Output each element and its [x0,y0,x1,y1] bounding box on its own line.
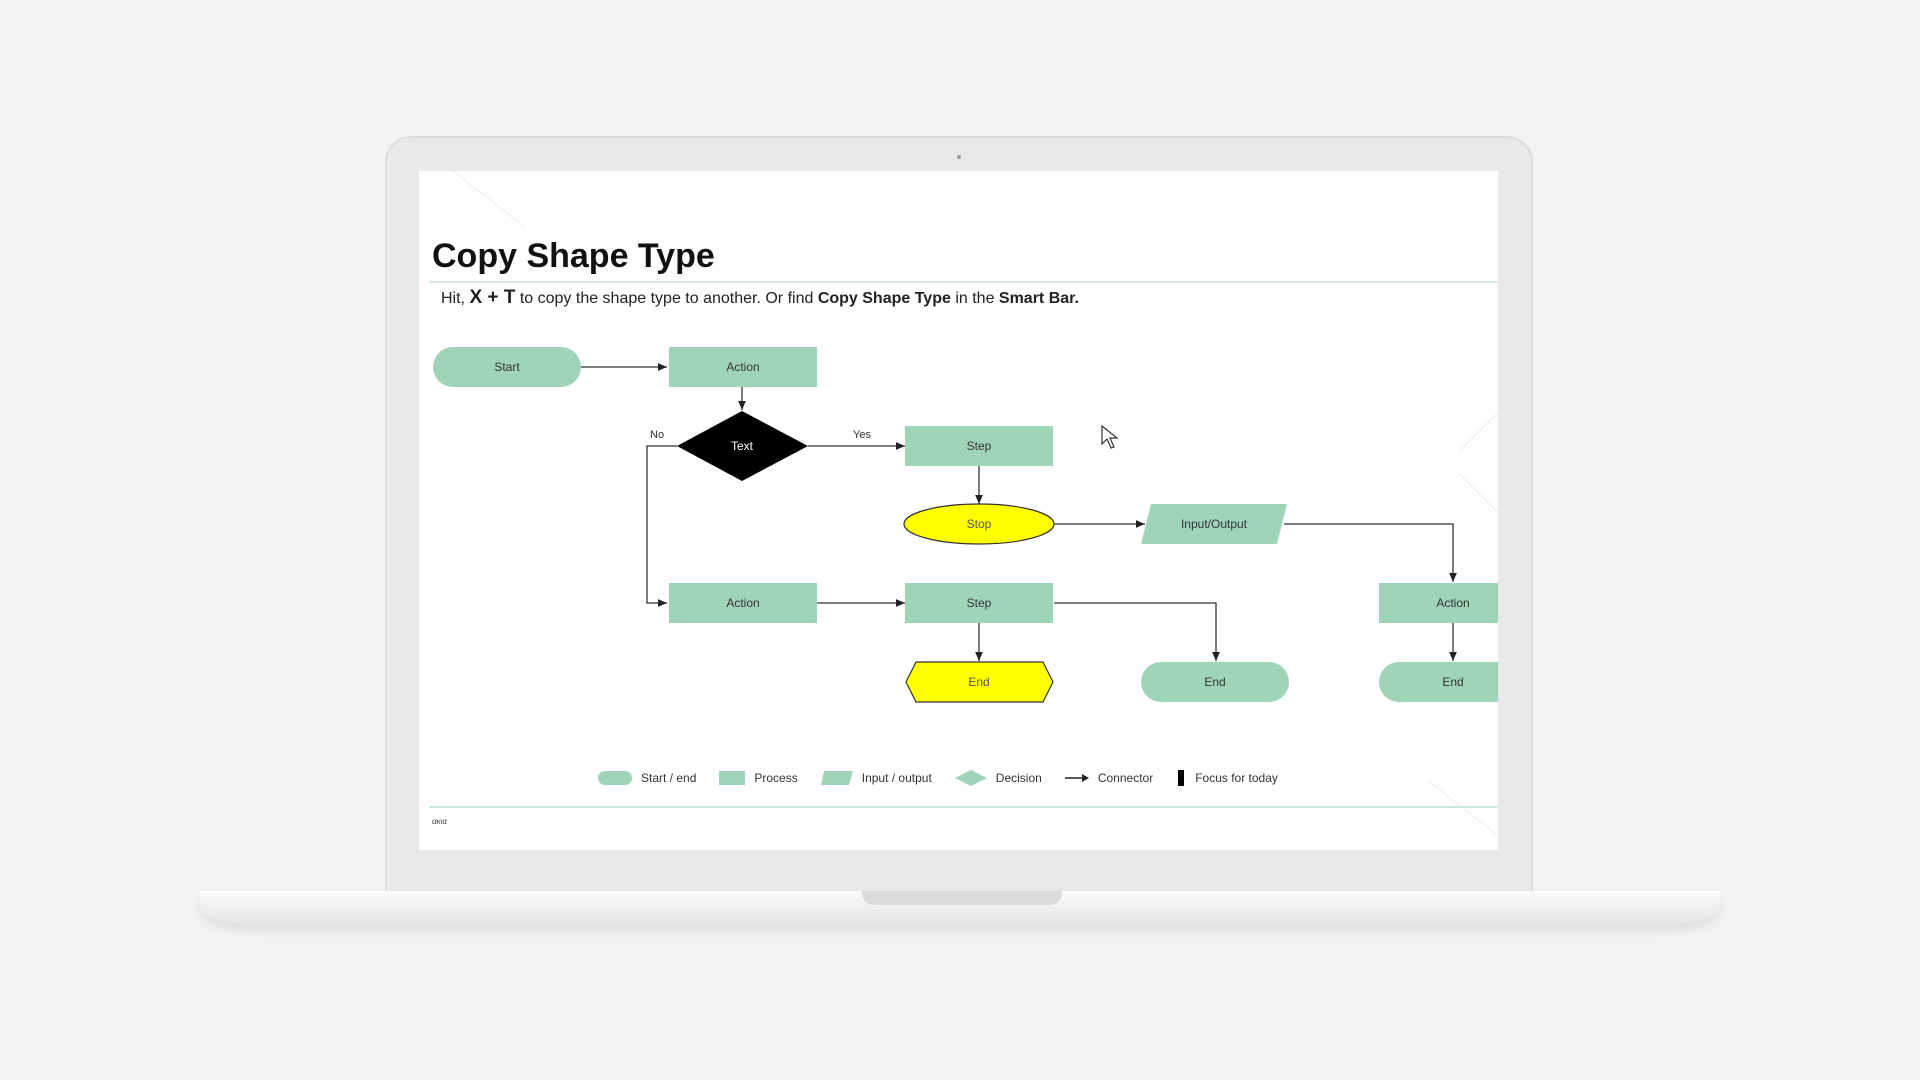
legend-item-focus: Focus for today [1175,769,1278,787]
node-step-top-label: Step [967,439,992,453]
node-action-top-label: Action [726,360,759,374]
legend-label: Focus for today [1195,771,1278,785]
node-action-right[interactable]: Action [1379,583,1498,623]
legend-label: Decision [995,771,1042,785]
legend-item-start-end: Start / end [597,770,696,786]
node-end-hex-label: End [968,675,989,689]
terminator-icon [598,771,632,785]
legend-label: Connector [1097,771,1154,785]
node-io-label: Input/Output [1181,517,1248,531]
subtitle-mid: to copy the shape type to another. Or fi… [515,290,818,307]
edge-label-yes: Yes [853,429,871,441]
node-action-mid-label: Action [726,596,759,610]
camera-icon [957,155,961,159]
subtitle-prefix: Hit, [441,290,470,307]
process-icon [719,771,746,785]
legend: Start / end Process Input / output Decis… [597,763,1300,793]
legend-label: Process [754,771,798,785]
node-stop-label: Stop [967,517,992,531]
node-action-top[interactable]: Action [669,347,817,387]
parallelogram-icon [820,771,853,785]
feature-location: Smart Bar. [998,290,1079,307]
node-start-label: Start [494,360,520,374]
node-stop[interactable]: Stop [903,503,1055,545]
bar-icon [1178,770,1185,786]
node-action-right-label: Action [1436,596,1469,610]
node-start[interactable]: Start [433,347,581,387]
node-input-output[interactable]: Input/Output [1141,504,1287,544]
flowchart: Start Action Text No Yes Step Stop Input… [433,347,1498,703]
feature-name: Copy Shape Type [817,290,951,307]
decorative-line [1428,781,1498,838]
legend-item-input-output: Input / output [820,770,932,786]
arrow-icon [1064,774,1089,782]
slide-title: Copy Shape Type [432,237,715,275]
node-end-right-label: End [1442,675,1463,689]
connector-io-action [1284,523,1457,582]
laptop-notch [862,891,1062,905]
title-divider [429,281,1498,283]
node-decision[interactable]: Text [677,411,808,481]
shortcut-keys: X + T [469,287,516,308]
connector-step-endmid [1054,602,1220,661]
node-end-mid[interactable]: End [1141,662,1289,702]
subtitle-mid2: in the [950,290,999,307]
slide-subtitle: Hit, X + T to copy the shape type to ano… [441,287,1079,309]
node-action-mid[interactable]: Action [669,583,817,623]
cursor-icon [1101,425,1119,449]
footer-logo-text: ακια [432,817,447,826]
node-end-mid-label: End [1204,675,1225,689]
screen: Copy Shape Type Hit, X + T to copy the s… [419,171,1498,850]
legend-label: Start / end [641,771,697,785]
connectors [567,363,1457,661]
legend-item-connector: Connector [1064,770,1153,786]
node-decision-label: Text [731,439,754,453]
node-step-mid-label: Step [967,596,992,610]
node-step-top[interactable]: Step [905,426,1053,466]
node-step-mid[interactable]: Step [905,583,1053,623]
legend-label: Input / output [861,771,932,785]
diamond-icon [954,770,987,786]
legend-item-decision: Decision [954,769,1042,787]
node-end-right[interactable]: End [1379,662,1498,702]
node-end-hex[interactable]: End [905,661,1054,703]
footer-divider [429,806,1498,808]
connector-no [646,445,677,607]
legend-item-process: Process [718,770,798,786]
edge-label-no: No [650,429,664,441]
